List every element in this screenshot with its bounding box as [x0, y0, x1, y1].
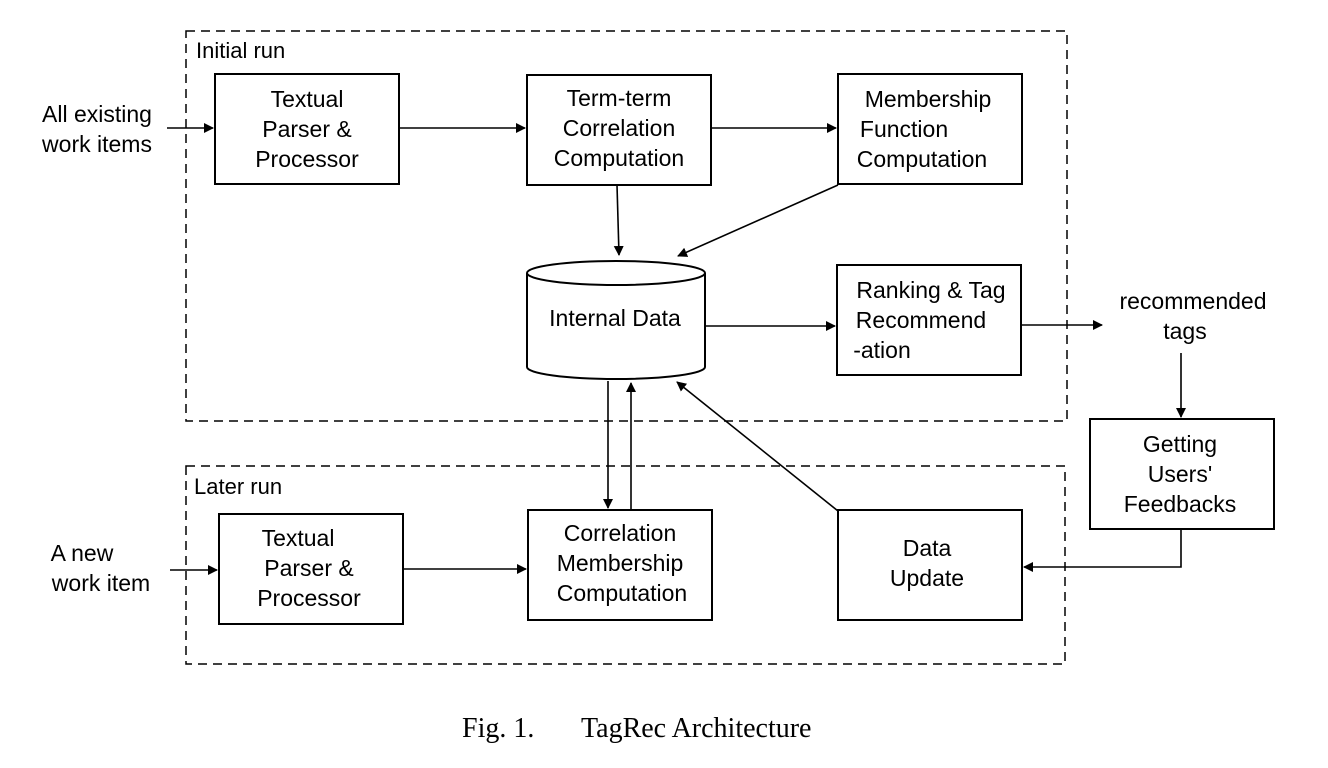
arrow-term-corr-to-data — [613, 184, 624, 256]
box-line-3: Processor — [257, 585, 361, 611]
box-outline — [836, 264, 1022, 376]
figure-caption-label: Fig. 1. — [462, 713, 534, 744]
box-outline — [526, 74, 712, 186]
internal-data-label: Internal Data — [549, 305, 681, 331]
input-line-1: All existing — [42, 101, 152, 127]
box-line-3: Computation — [557, 580, 687, 606]
box-outline — [837, 73, 1023, 185]
box-line-2: Function — [860, 116, 948, 142]
box-line-3: Computation — [554, 145, 684, 171]
box-line-2: Parser & — [262, 116, 351, 142]
box-line-1: Getting — [1143, 431, 1217, 457]
textual-parser-box-later: Textual Parser & Processor — [218, 513, 404, 625]
arrow-feedback-to-update — [1023, 529, 1182, 572]
box-outline — [527, 509, 713, 621]
correlation-membership-box: Correlation Membership Computation — [527, 509, 713, 621]
box-outline — [218, 513, 404, 625]
box-line-1: Ranking & Tag — [856, 277, 1005, 303]
box-line-3: Processor — [255, 146, 359, 172]
box-line-2: Correlation — [563, 115, 676, 141]
arrow-membership-to-data — [677, 184, 839, 257]
output-line-2: tags — [1163, 318, 1206, 344]
box-outline — [1089, 418, 1275, 530]
term-term-correlation-box: Term-term Correlation Computation — [526, 74, 712, 186]
box-line-2: Parser & — [264, 555, 353, 581]
internal-data-store: Internal Data — [526, 260, 706, 380]
cylinder-body — [526, 273, 706, 380]
input-line-2: work item — [51, 570, 150, 596]
box-line-2: Recommend — [856, 307, 986, 333]
users-feedback-box: Getting Users' Feedbacks — [1089, 418, 1275, 530]
initial-run-region — [185, 30, 1068, 422]
box-line-1: Correlation — [564, 520, 677, 546]
box-line-1: Term-term — [567, 85, 672, 111]
later-run-label: Later run — [194, 474, 282, 499]
initial-run-label: Initial run — [196, 38, 285, 63]
all-existing-work-items-input: All existing work items — [41, 101, 152, 157]
box-line-1: Textual — [271, 86, 344, 112]
box-outline — [214, 73, 400, 185]
later-run-region — [185, 465, 1066, 665]
box-line-3: Computation — [857, 146, 987, 172]
ranking-recommendation-box: Ranking & Tag Recommend -ation — [836, 264, 1022, 376]
box-line-2: Update — [890, 565, 964, 591]
box-line-1: Textual — [262, 525, 335, 551]
cylinder-top — [526, 260, 706, 286]
box-line-1: Data — [903, 535, 952, 561]
box-line-3: -ation — [853, 337, 911, 363]
new-work-item-input: A new work item — [51, 540, 151, 596]
output-line-1: recommended — [1119, 288, 1266, 314]
box-line-3: Feedbacks — [1124, 491, 1237, 517]
input-line-2: work items — [41, 131, 152, 157]
membership-function-box: Membership Function Computation — [837, 73, 1023, 185]
box-line-1: Membership — [865, 86, 992, 112]
recommended-tags-output: recommended tags — [1119, 288, 1266, 344]
input-line-1: A new — [51, 540, 114, 566]
textual-parser-box-initial: Textual Parser & Processor — [214, 73, 400, 185]
data-update-box: Data Update — [837, 509, 1023, 621]
box-line-2: Users' — [1148, 461, 1212, 487]
arrow-update-to-data — [676, 381, 839, 512]
box-outline — [837, 509, 1023, 621]
box-line-2: Membership — [557, 550, 684, 576]
figure-caption-title: TagRec Architecture — [581, 713, 811, 744]
